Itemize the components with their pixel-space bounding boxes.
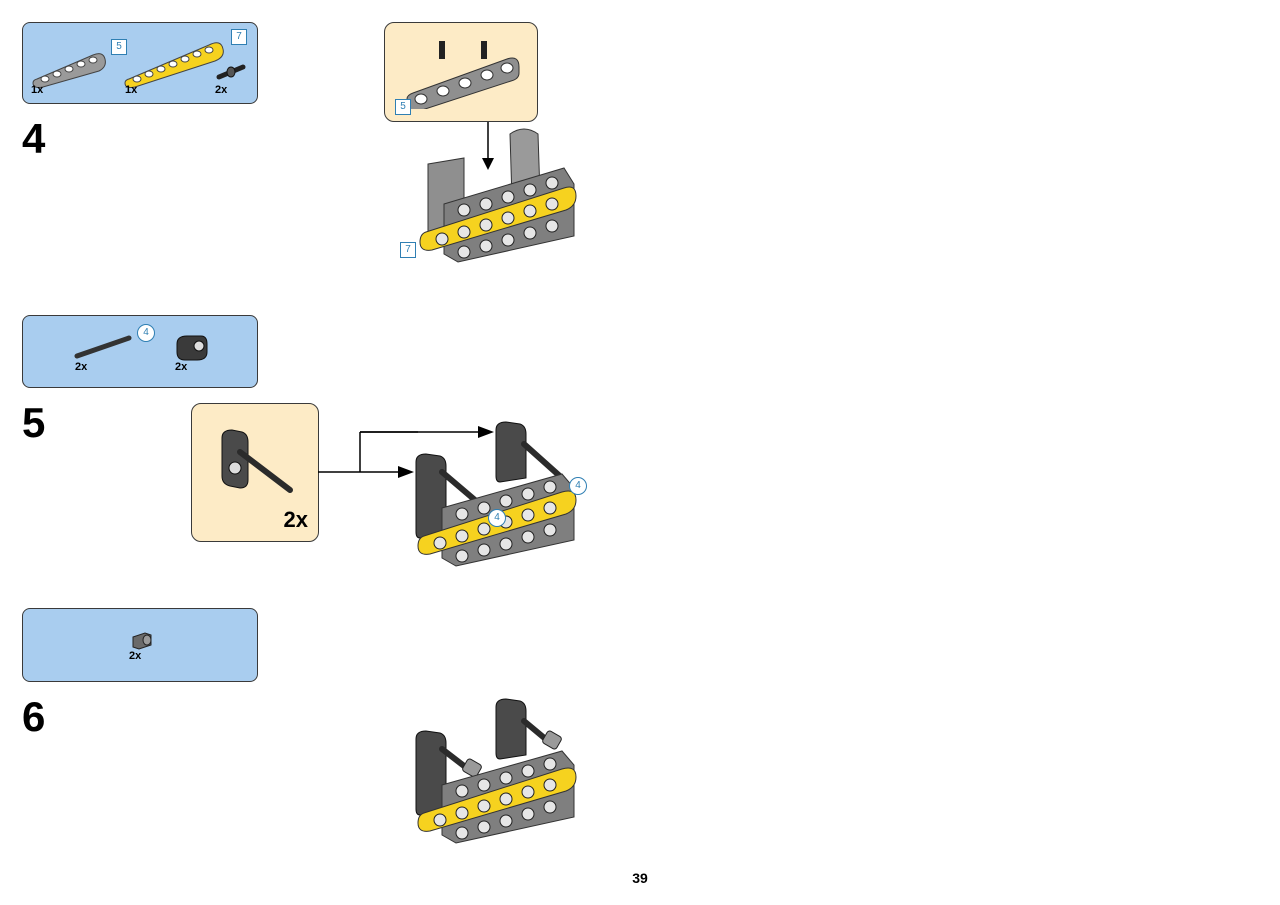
arrow-step-4 (482, 122, 494, 170)
parts-box-step-5: 4 2x 2x (22, 315, 258, 388)
model-step-4 (414, 124, 578, 264)
qty-axle: 2x (75, 361, 88, 373)
callout-step-4: 5 (384, 22, 538, 122)
callout-qty-2x: 2x (283, 507, 308, 532)
qty-axle-pin: 2x (215, 84, 228, 96)
step-number-4: 4 (22, 115, 46, 162)
step-number-5: 5 (22, 399, 46, 446)
arrow-step-5-upper (360, 426, 494, 438)
frame-assembly-step-4-icon (419, 128, 577, 263)
frame-assembly-step-6-icon (415, 698, 577, 844)
page-number: 39 (632, 870, 648, 886)
qty-yellow-beam: 1x (125, 84, 138, 96)
step-number-6: 6 (22, 693, 46, 740)
model-step-6 (412, 695, 578, 847)
model-length-label-7: 7 (400, 242, 416, 258)
gray-beam-assembly-icon (406, 41, 520, 109)
frame-assembly-step-5-icon (415, 421, 577, 567)
callout-step-5: 2x (191, 403, 319, 542)
parts-box-step-6: 2x (22, 608, 258, 682)
bush-icon (132, 632, 152, 650)
model-axle-label-4-center: 4 (488, 509, 506, 527)
model-step-5 (412, 418, 578, 568)
model-axle-label-4-right: 4 (569, 477, 587, 495)
yellow-beam-7-icon (124, 42, 224, 88)
connector-with-axle-icon (221, 429, 293, 493)
axle-pin-icon (216, 64, 246, 80)
axle-length-label-4: 4 (137, 324, 155, 342)
parts-box-step-4: 5 1x 7 1x 2x (22, 22, 258, 104)
callout-length-label-5: 5 (395, 99, 411, 115)
length-label-7: 7 (231, 29, 247, 45)
qty-bush: 2x (129, 650, 142, 662)
qty-gray-beam: 1x (31, 84, 44, 96)
length-label-5: 5 (111, 39, 127, 55)
angle-connector-icon (176, 335, 208, 361)
gray-beam-5-icon (32, 53, 106, 88)
qty-angle-connector: 2x (175, 361, 188, 373)
axle-4-icon (74, 335, 132, 359)
